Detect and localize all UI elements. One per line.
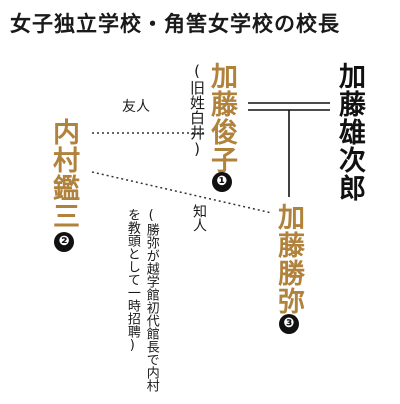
- acquaintance-label: 知人: [191, 204, 207, 232]
- page-title: 女子独立学校・角筈女学校の校長: [10, 12, 340, 36]
- kato-katsuya-name: 加藤勝弥: [273, 203, 304, 315]
- kato-katsuya-note: (勝弥が越学館初代館長で内村を教頭として一時招聘): [124, 208, 159, 392]
- kato-toshiko-badge: ❶: [212, 172, 232, 192]
- acquaintance-dotted-line: [91, 171, 273, 214]
- kato-katsuya-badge: ❸: [279, 314, 299, 334]
- friend-label: 友人: [122, 99, 150, 115]
- kato-toshiko-note: (旧姓白井): [188, 62, 206, 158]
- kato-yujiro-name: 加藤雄次郎: [334, 62, 365, 202]
- uchimura-kanzo-badge: ❷: [54, 232, 74, 252]
- uchimura-kanzo-name: 内村鑑三: [48, 118, 79, 230]
- kato-toshiko-name: 加藤俊子: [206, 62, 237, 174]
